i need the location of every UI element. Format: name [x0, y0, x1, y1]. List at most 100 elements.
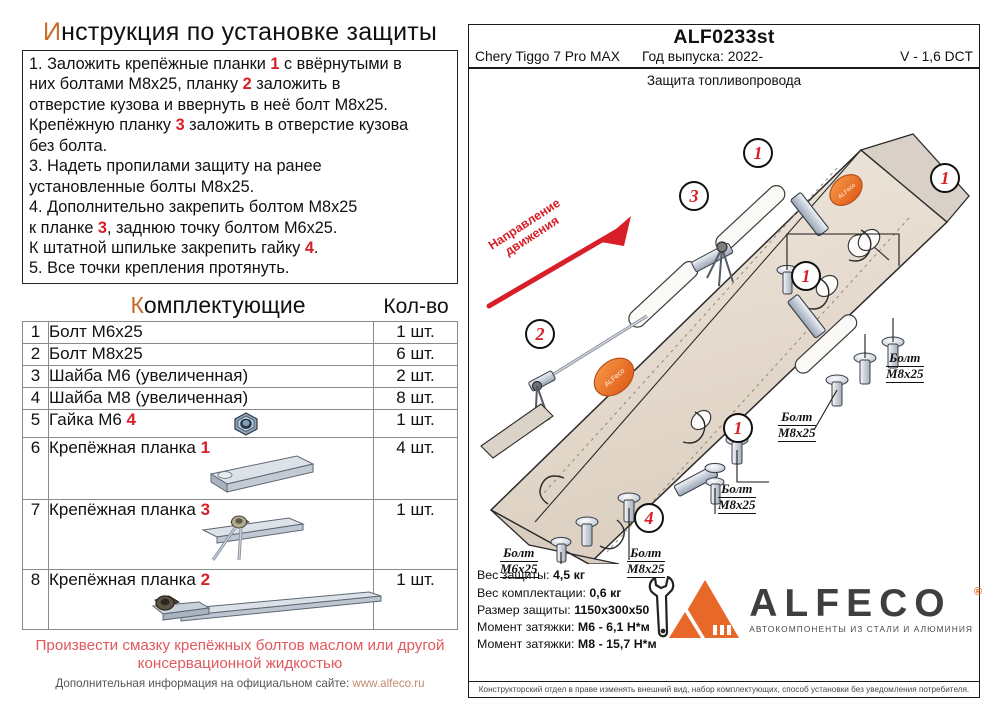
row-component-name: Болт M8x25 [48, 342, 374, 366]
instruction-line: к планке 3, заднюю точку болтом M6x25. [29, 218, 451, 238]
row-quantity: 8 шт. [373, 386, 458, 410]
callout-marker-1: 1 [930, 163, 960, 194]
mounting-plate-1-image [209, 455, 315, 493]
spec-line: Вес защиты: 4,5 кг [477, 567, 979, 584]
instruction-text: заложить в [251, 75, 341, 94]
assembly-diagram: ALFeco ALFeco [469, 90, 979, 578]
instruction-text: без болта. [29, 136, 108, 155]
product-header: ALF0233st Chery Tiggo 7 Pro MAX Год выпу… [469, 25, 979, 70]
spec-label: Момент затяжки: [477, 619, 578, 634]
instruction-line: установленные болты M8x25. [29, 177, 451, 197]
row-component-name: Крепёжная планка 2 [48, 568, 382, 630]
wrench-icon [649, 576, 675, 638]
spec-label: Момент затяжки: [477, 637, 578, 652]
bracket-3-assembly [691, 241, 734, 287]
component-label: Болт M6x25 [49, 321, 143, 341]
instruction-text: 4. Дополнительно закрепить болтом M8x25 [29, 198, 358, 217]
callout-marker-3: 3 [679, 181, 709, 212]
nut-m6-image [234, 412, 258, 436]
bolt-annotation-line2: M8x25 [627, 560, 665, 578]
component-label: Крепёжная планка [49, 499, 201, 519]
row-component-name: Шайба M6 (увеличенная) [48, 364, 374, 388]
website-note-prefix: Дополнительная информация на официальном… [55, 676, 353, 690]
row-quantity: 6 шт. [373, 342, 458, 366]
bolt-annotation-line1: Болт [778, 410, 816, 426]
product-code: ALF0233st [673, 26, 775, 48]
mounting-plate-3-image [201, 515, 305, 561]
bolt-annotation-line1: Болт [627, 546, 665, 562]
direction-arrow [486, 216, 631, 309]
product-subtitle: Защита топливопровода [646, 73, 802, 89]
logo-wordmark: ALFECO® [749, 584, 982, 623]
row-quantity: 1 шт. [373, 568, 458, 630]
row-index: 2 [22, 342, 49, 366]
instruction-text: отверстие кузова и ввернуть в неё болт M… [29, 95, 388, 114]
component-label: Шайба M8 (увеличенная) [49, 387, 249, 407]
bolt-annotation-line2: M8x25 [778, 424, 816, 442]
instruction-line: 5. Все точки крепления протянуть. [29, 258, 451, 278]
spec-line: Размер защиты: 1150x300x50 [477, 602, 979, 619]
instruction-line: К штатной шпильке закрепить гайку 4. [29, 238, 451, 258]
lubrication-note: Произвести смазку крепёжных болтов масло… [22, 637, 458, 674]
instruction-text: Крепёжную планку [29, 116, 176, 135]
instruction-text: заложить в отверстие кузова [184, 116, 409, 135]
leader-lines [533, 233, 900, 577]
fastener-a [881, 336, 905, 369]
instruction-line: 1. Заложить крепёжные планки 1 с ввёрнут… [29, 54, 451, 74]
triangle-large-r [705, 580, 740, 639]
bolt-annotation-line1: Болт [718, 482, 756, 498]
component-label: Крепёжная планка [49, 437, 201, 457]
callout-marker-1: 1 [791, 261, 821, 292]
instruction-text: К штатной шпильке закрепить гайку [29, 238, 305, 257]
component-label: Гайка M6 [49, 409, 127, 429]
plate-slots [628, 185, 858, 375]
instruction-text: к планке [29, 218, 98, 237]
component-label: Шайба M6 (увеличенная) [49, 365, 249, 385]
spec-label: Размер защиты: [477, 602, 575, 617]
website-url[interactable]: www.alfeco.ru [352, 676, 425, 690]
spec-value: 4,5 кг [552, 568, 585, 583]
vehicle-model: Chery Tiggo 7 Pro MAX [475, 49, 620, 65]
page-title: Инструкция по установке защиты [42, 18, 438, 46]
row-component-name: Крепёжная планка 3 [48, 498, 374, 570]
instruction-text: 3. Надеть пропилами защиту на ранее [29, 157, 322, 176]
bolt-annotation-line2: M8x25 [718, 496, 756, 514]
bolt-annotation-line2: M6x25 [500, 560, 538, 578]
row-index: 4 [22, 386, 49, 410]
component-label: Болт M8x25 [49, 343, 143, 363]
instruction-text: , заднюю точку болтом M6x25. [106, 218, 338, 237]
engine-spec: V - 1,6 DCT [900, 49, 973, 65]
instruction-line: 4. Дополнительно закрепить болтом M8x25 [29, 197, 451, 217]
instruction-line: Крепёжную планку 3 заложить в отверстие … [29, 115, 451, 135]
components-header: Комплектующие Кол-во [22, 292, 458, 319]
instruction-part-number: 4 [304, 238, 314, 257]
bolt-annotation-line1: Болт [886, 351, 924, 367]
quantity-header-label: Кол-во [383, 294, 449, 318]
row-index: 1 [22, 320, 49, 344]
fastener-h [575, 516, 599, 547]
instruction-line: них болтами M8x25, планку 2 заложить в [29, 74, 451, 94]
instruction-part-number: 1 [270, 55, 280, 73]
instruction-text: с ввёрнутыми в [279, 55, 402, 73]
lubrication-note-line1: Произвести смазку крепёжных болтов масло… [35, 636, 445, 654]
instruction-text: них болтами M8x25, планку [29, 75, 243, 94]
instruction-part-number: 3 [175, 116, 185, 135]
lubrication-note-line2: консервационной жидкостью [137, 655, 343, 673]
website-note: Дополнительная информация на официальном… [22, 677, 458, 690]
component-badge-number: 3 [200, 499, 211, 519]
instruction-text: 5. Все точки крепления протянуть. [29, 259, 290, 278]
mounting-bar-1a [790, 192, 829, 237]
right-panel: ALF0233st Chery Tiggo 7 Pro MAX Год выпу… [468, 24, 982, 698]
mounting-plate-2-image [151, 591, 382, 622]
row-component-name: Крепёжная планка 1 [48, 436, 374, 500]
